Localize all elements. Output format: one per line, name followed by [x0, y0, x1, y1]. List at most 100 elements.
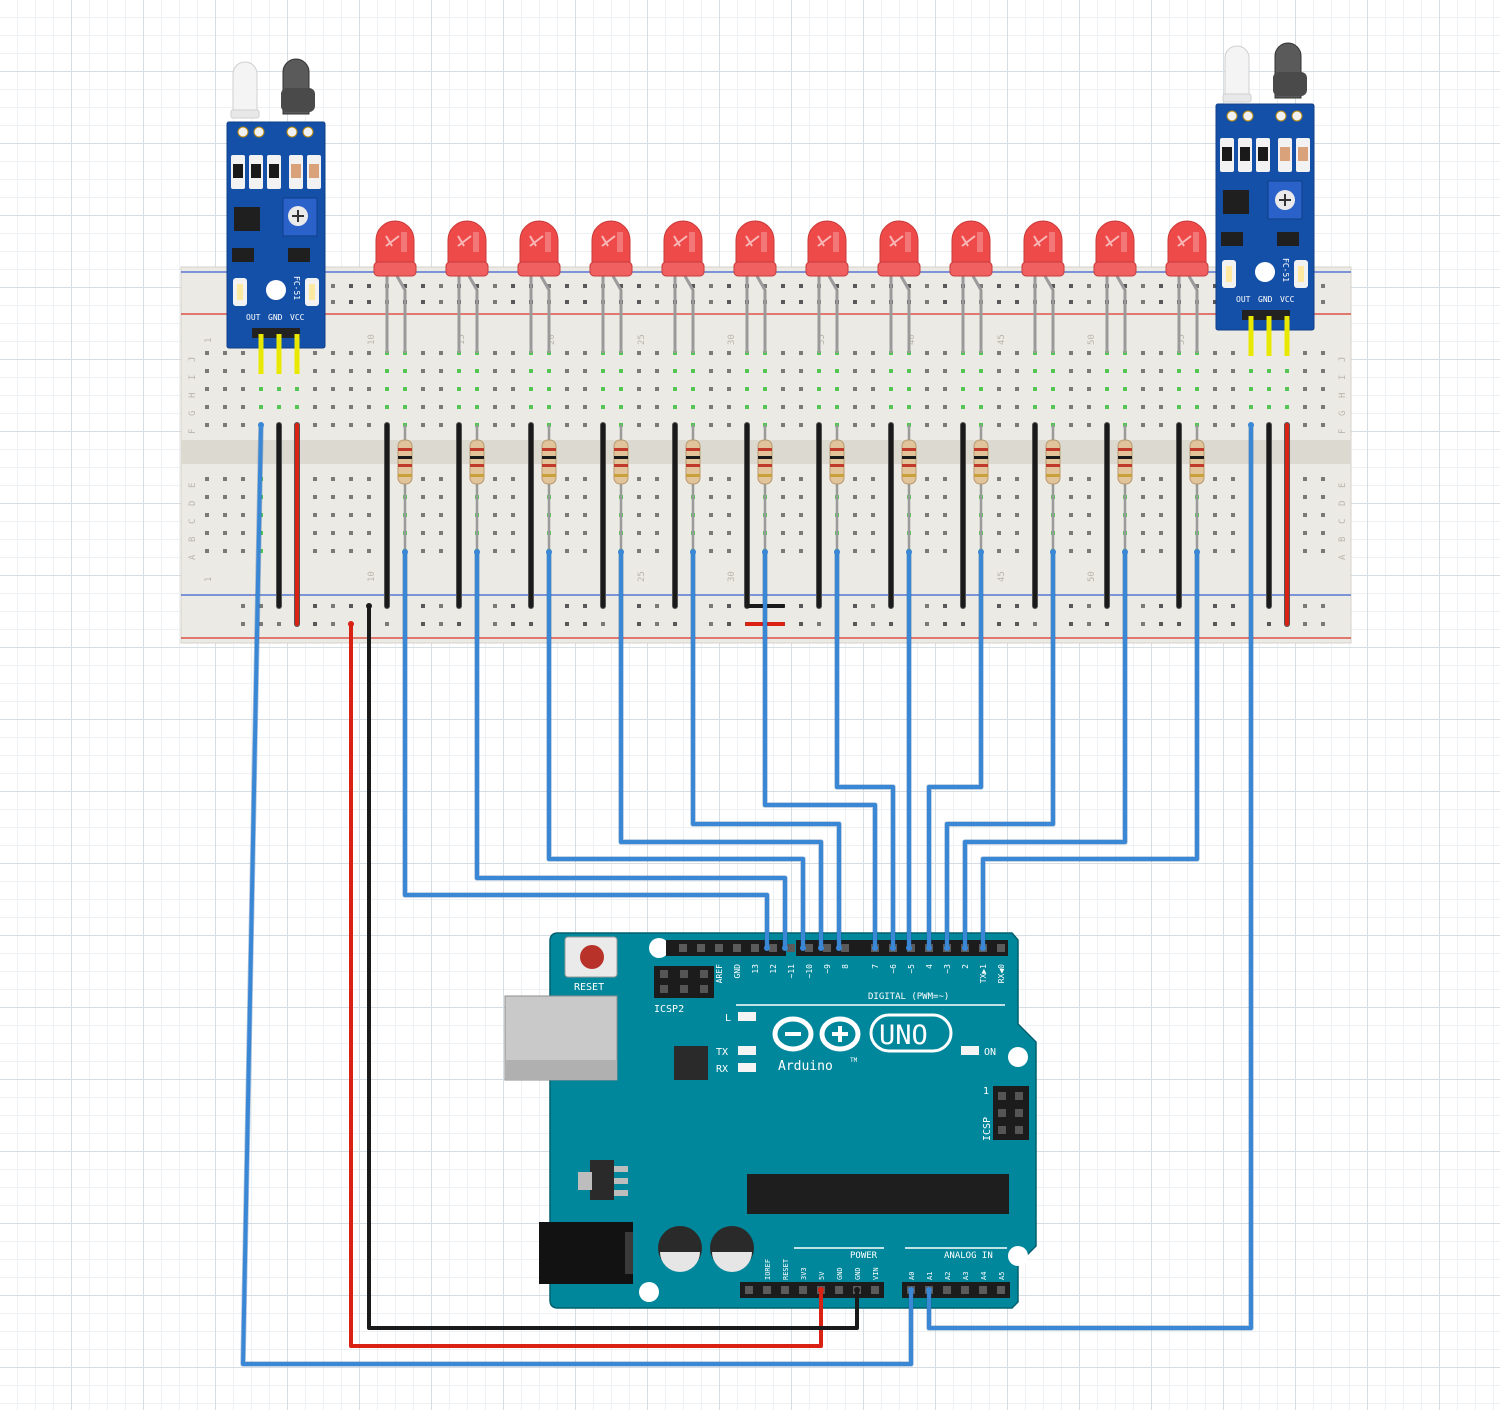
breadboard-hole[interactable] [745, 387, 749, 391]
breadboard-hole[interactable] [547, 387, 551, 391]
rail-hole[interactable] [853, 604, 857, 608]
breadboard-hole[interactable] [1141, 477, 1145, 481]
rail-hole[interactable] [1321, 604, 1325, 608]
rail-hole[interactable] [727, 622, 731, 626]
breadboard-hole[interactable] [1231, 513, 1235, 517]
rail-hole[interactable] [583, 300, 587, 304]
breadboard-hole[interactable] [295, 387, 299, 391]
breadboard-hole[interactable] [313, 531, 317, 535]
breadboard-hole[interactable] [439, 549, 443, 553]
breadboard-hole[interactable] [241, 477, 245, 481]
breadboard-hole[interactable] [1069, 405, 1073, 409]
breadboard-hole[interactable] [997, 513, 1001, 517]
breadboard-hole[interactable] [1015, 423, 1019, 427]
rail-hole[interactable] [493, 622, 497, 626]
breadboard-hole[interactable] [601, 405, 605, 409]
rail-hole[interactable] [1087, 622, 1091, 626]
breadboard-hole[interactable] [367, 351, 371, 355]
breadboard-hole[interactable] [1015, 495, 1019, 499]
digital-header-pin[interactable] [769, 944, 777, 952]
breadboard-hole[interactable] [1087, 351, 1091, 355]
breadboard-hole[interactable] [205, 531, 209, 535]
breadboard-hole[interactable] [1213, 369, 1217, 373]
breadboard-hole[interactable] [367, 513, 371, 517]
breadboard-hole[interactable] [637, 549, 641, 553]
breadboard-hole[interactable] [241, 351, 245, 355]
breadboard-hole[interactable] [655, 351, 659, 355]
breadboard-hole[interactable] [241, 369, 245, 373]
rail-hole[interactable] [583, 284, 587, 288]
breadboard-hole[interactable] [943, 477, 947, 481]
rail-hole[interactable] [529, 622, 533, 626]
breadboard-hole[interactable] [439, 369, 443, 373]
digital-header-pin[interactable] [697, 944, 705, 952]
rail-hole[interactable] [997, 284, 1001, 288]
rail-hole[interactable] [565, 622, 569, 626]
rail-hole[interactable] [421, 300, 425, 304]
breadboard-hole[interactable] [223, 513, 227, 517]
breadboard-hole[interactable] [781, 405, 785, 409]
rail-hole[interactable] [331, 300, 335, 304]
breadboard-hole[interactable] [709, 477, 713, 481]
breadboard-hole[interactable] [997, 549, 1001, 553]
breadboard-hole[interactable] [835, 405, 839, 409]
breadboard-hole[interactable] [1015, 549, 1019, 553]
breadboard-hole[interactable] [565, 549, 569, 553]
breadboard-hole[interactable] [799, 423, 803, 427]
breadboard-hole[interactable] [871, 387, 875, 391]
rail-hole[interactable] [709, 622, 713, 626]
breadboard-hole[interactable] [1195, 387, 1199, 391]
breadboard-hole[interactable] [997, 387, 1001, 391]
breadboard-hole[interactable] [1123, 369, 1127, 373]
breadboard-hole[interactable] [313, 495, 317, 499]
breadboard-hole[interactable] [871, 513, 875, 517]
breadboard-hole[interactable] [781, 351, 785, 355]
breadboard-hole[interactable] [799, 531, 803, 535]
breadboard-hole[interactable] [637, 405, 641, 409]
rail-hole[interactable] [259, 604, 263, 608]
rail-hole[interactable] [1069, 284, 1073, 288]
power-header-pin[interactable] [871, 1286, 879, 1294]
breadboard-hole[interactable] [511, 423, 515, 427]
breadboard-hole[interactable] [1267, 405, 1271, 409]
digital-header-pin[interactable] [751, 944, 759, 952]
breadboard-hole[interactable] [349, 549, 353, 553]
breadboard-hole[interactable] [1015, 405, 1019, 409]
rail-hole[interactable] [457, 622, 461, 626]
breadboard-hole[interactable] [1159, 531, 1163, 535]
rail-hole[interactable] [925, 622, 929, 626]
rail-hole[interactable] [781, 284, 785, 288]
breadboard-hole[interactable] [1213, 531, 1217, 535]
breadboard-hole[interactable] [1087, 495, 1091, 499]
breadboard-hole[interactable] [727, 531, 731, 535]
breadboard-hole[interactable] [997, 477, 1001, 481]
breadboard-hole[interactable] [1321, 405, 1325, 409]
breadboard-hole[interactable] [1087, 387, 1091, 391]
breadboard-hole[interactable] [1321, 531, 1325, 535]
breadboard-hole[interactable] [205, 405, 209, 409]
breadboard-hole[interactable] [745, 405, 749, 409]
breadboard-hole[interactable] [709, 369, 713, 373]
breadboard-hole[interactable] [475, 387, 479, 391]
rail-hole[interactable] [421, 622, 425, 626]
rail-hole[interactable] [1141, 604, 1145, 608]
rail-hole[interactable] [1159, 284, 1163, 288]
rail-hole[interactable] [763, 284, 767, 288]
breadboard-hole[interactable] [583, 351, 587, 355]
rail-hole[interactable] [277, 622, 281, 626]
rail-hole[interactable] [925, 300, 929, 304]
breadboard-hole[interactable] [349, 513, 353, 517]
breadboard-hole[interactable] [1321, 513, 1325, 517]
rail-hole[interactable] [691, 284, 695, 288]
rail-hole[interactable] [1069, 622, 1073, 626]
rail-hole[interactable] [313, 604, 317, 608]
breadboard-hole[interactable] [205, 549, 209, 553]
rail-hole[interactable] [349, 604, 353, 608]
breadboard-hole[interactable] [565, 369, 569, 373]
breadboard-hole[interactable] [223, 423, 227, 427]
breadboard-hole[interactable] [259, 405, 263, 409]
rail-hole[interactable] [331, 284, 335, 288]
breadboard-hole[interactable] [1321, 549, 1325, 553]
breadboard-hole[interactable] [349, 423, 353, 427]
breadboard-hole[interactable] [1303, 477, 1307, 481]
